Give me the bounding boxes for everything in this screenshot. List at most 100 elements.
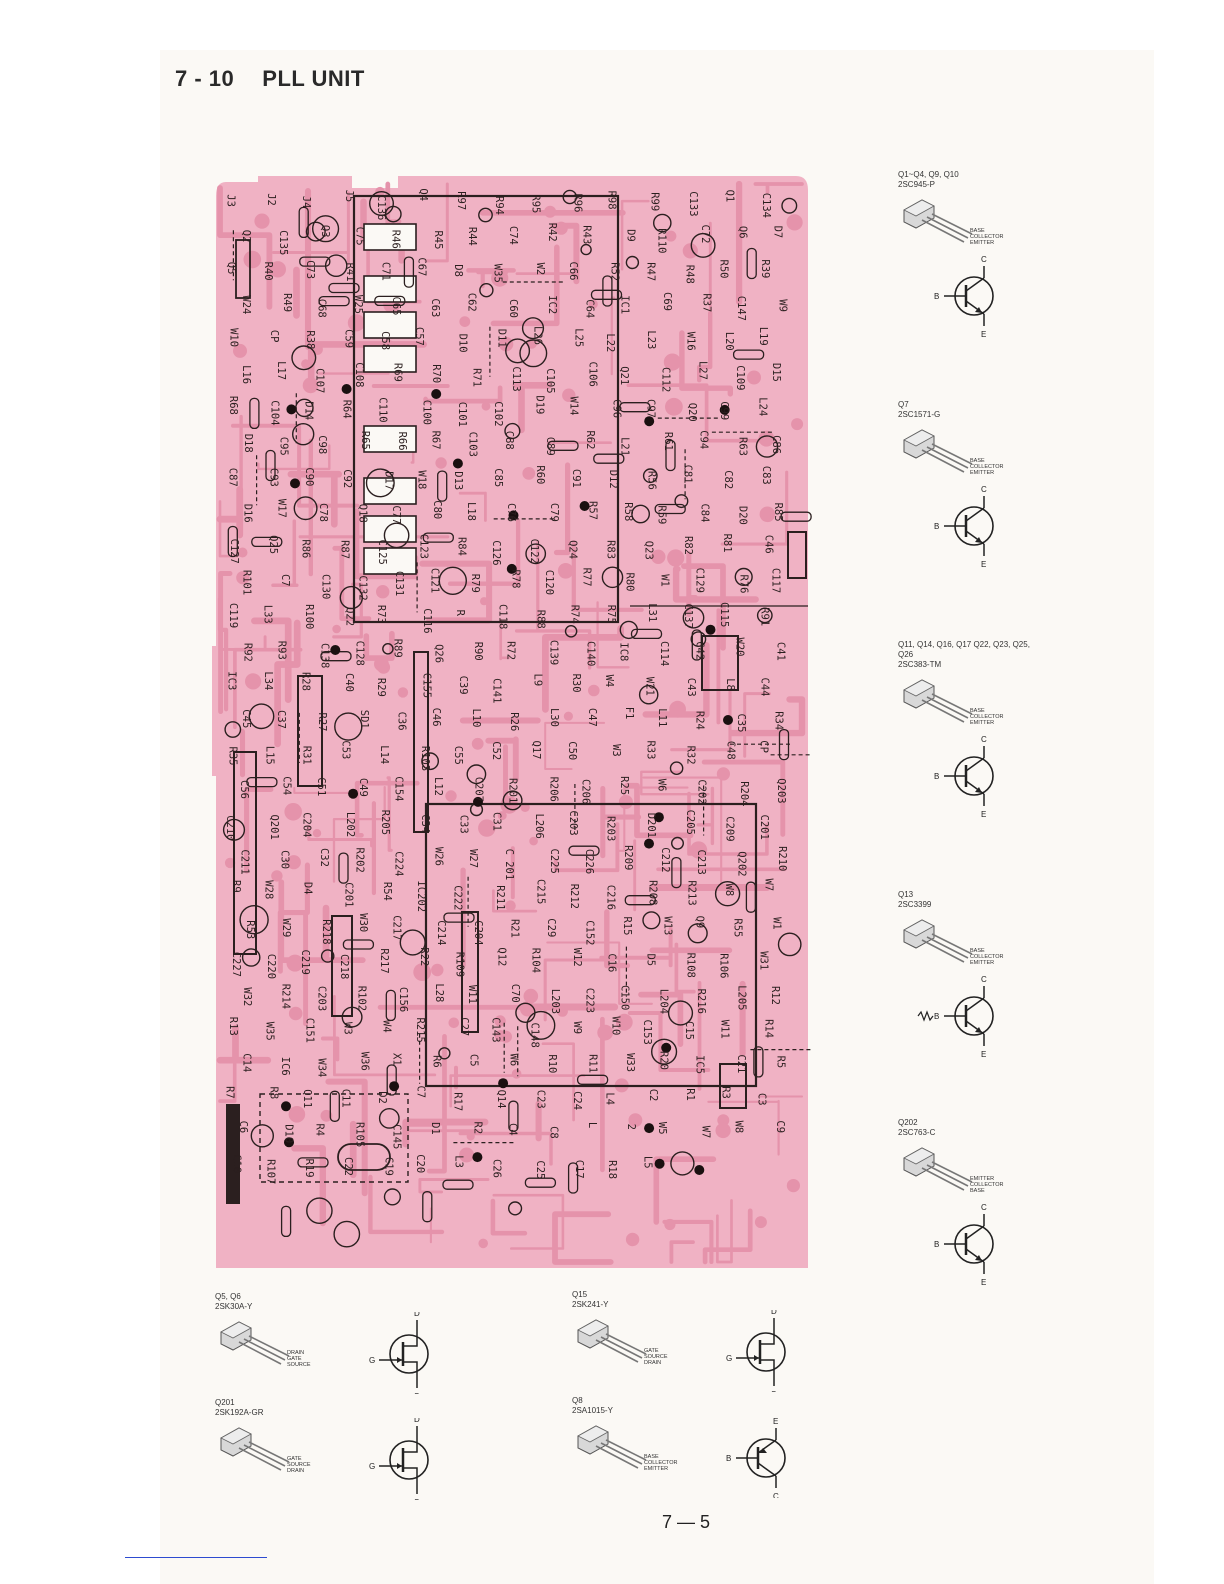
component-label: C155 [421, 673, 433, 698]
component-label: W12 [571, 948, 583, 967]
component-label: C84 [698, 504, 710, 523]
trace [368, 1174, 445, 1235]
copper-pad [374, 656, 389, 672]
crystal-area-outline [259, 1093, 409, 1183]
component-label: C29 [545, 918, 557, 937]
top-pin-label: E [773, 1417, 778, 1426]
copper-pad [478, 1238, 489, 1249]
top-pin-label: C [981, 735, 987, 744]
component-label: C116 [421, 608, 433, 633]
resistor [297, 1157, 329, 1168]
transistor-drawing: GATESOURCEDRAINGDS [577, 1310, 786, 1392]
trace [277, 862, 310, 974]
footer-link-underline[interactable] [125, 1557, 267, 1558]
resistor [251, 536, 283, 548]
component-label: R66 [396, 432, 408, 451]
component-label: W11 [466, 985, 478, 1004]
transistor-drawing: GATESOURCEDRAINGDS [220, 1418, 429, 1500]
component-label: Q14 [495, 1090, 507, 1109]
component-label: Q22 [344, 607, 356, 626]
component-label: C45 [240, 709, 252, 728]
component-label: L17 [275, 361, 287, 380]
connector-j1-strip [226, 1104, 240, 1204]
component-label: C47 [586, 708, 598, 727]
component-label: IC8 [618, 642, 630, 661]
bottom-pin-label: E [981, 1050, 986, 1059]
component-label: R14 [762, 1019, 774, 1038]
component-label: C139 [547, 640, 559, 665]
component-label: C70 [509, 984, 521, 1003]
check-point [579, 501, 590, 511]
copper-pad [665, 397, 683, 416]
trace [681, 563, 726, 651]
pin-label: COLLECTOR [970, 714, 1004, 720]
component-label: C81 [681, 465, 693, 484]
component-label: C51 [315, 777, 327, 796]
capacitor [669, 761, 684, 776]
component-label: C63 [429, 298, 441, 317]
component-label: C218 [338, 954, 350, 979]
arrow-icon [975, 1255, 982, 1261]
section-number: 7 - 10 [175, 66, 235, 91]
copper-pad [286, 855, 301, 870]
component-label: C32 [318, 848, 330, 867]
component-label: C91 [570, 469, 582, 488]
pin-label: EMITTER [970, 240, 994, 246]
component-label: W7 [699, 1126, 711, 1139]
trace [702, 1208, 753, 1265]
trace [251, 617, 292, 703]
copper-pad [618, 795, 633, 809]
resistor [745, 881, 757, 913]
component-label: C9 [774, 1120, 786, 1133]
component-label: SD1 [358, 710, 370, 729]
trace [604, 909, 631, 969]
copper-pad [448, 1017, 460, 1029]
component-label: C114 [658, 641, 670, 666]
copper-pad [254, 213, 270, 229]
component-label: R69 [391, 363, 403, 382]
capacitor [324, 254, 348, 277]
resistor [329, 1090, 340, 1122]
base-label: B [934, 772, 939, 781]
component-label: Q25 [267, 535, 279, 554]
component-label: R208 [647, 880, 659, 905]
component-label: R41 [344, 263, 356, 282]
coil [363, 477, 417, 505]
component-label: W30 [357, 913, 369, 932]
capacitor [631, 504, 650, 524]
component-label: Q17 [530, 741, 542, 760]
copper-pad [747, 370, 761, 385]
component-label: R83 [604, 540, 616, 559]
coil [363, 275, 417, 303]
trace [217, 596, 229, 712]
component-label: C96 [611, 399, 623, 418]
component-label: C78 [317, 503, 329, 522]
component-label: W33 [624, 1053, 636, 1072]
collector-lead [965, 757, 985, 772]
copper-pad [628, 1113, 643, 1127]
component-label: C73 [304, 260, 316, 279]
capacitor [625, 255, 640, 270]
component-label: R27 [316, 713, 328, 732]
component-label: R99 [648, 192, 660, 211]
transistor-refs: Q11, Q14, Q16, Q17 Q22, Q23, Q25, Q26 [898, 640, 1030, 659]
copper-pad [556, 1005, 568, 1017]
component-label: C62 [466, 293, 478, 312]
capacitor [515, 1002, 536, 1023]
component-label: C59 [343, 329, 355, 348]
component-label: C25 [534, 1160, 546, 1179]
trace [492, 1193, 565, 1250]
transistor-lead [595, 1339, 639, 1363]
component-label: L205 [736, 985, 748, 1010]
component-label: R82 [682, 536, 694, 555]
capacitor [690, 631, 707, 647]
copper-pad [320, 1109, 333, 1122]
capacitor [320, 949, 335, 963]
